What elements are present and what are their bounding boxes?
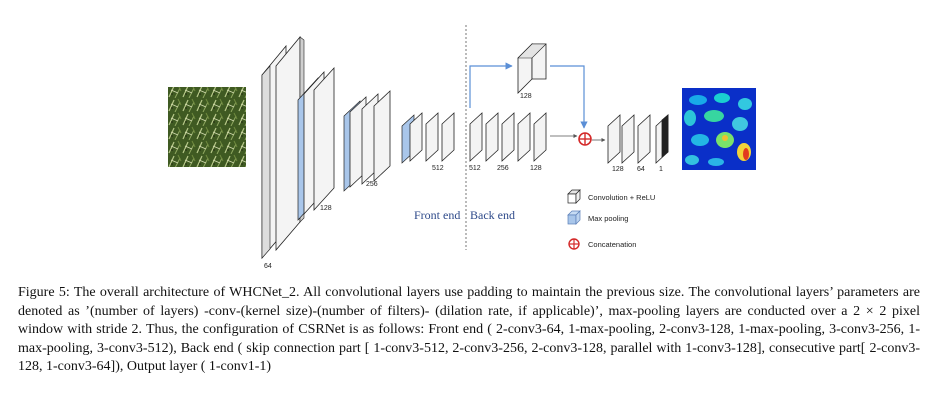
- label-512a: 512: [432, 165, 444, 172]
- front-end-layers: [261, 35, 455, 260]
- output-slab-dark: [661, 114, 669, 158]
- conv-slab: [517, 112, 531, 162]
- legend-conv-label: Convolution + ReLU: [588, 193, 655, 202]
- legend-concat-label: Concatenation: [588, 240, 636, 249]
- skip-arrow-up: [469, 62, 513, 108]
- legend-concat-icon: [568, 238, 580, 250]
- skip-arrow-down: [550, 65, 588, 129]
- conv-slab: [313, 66, 335, 212]
- caption-text: The overall architecture of WHCNet_2. Al…: [18, 285, 920, 375]
- label-1-out: 1: [659, 166, 663, 173]
- caption-label: Figure 5:: [18, 285, 70, 300]
- label-128b: 128: [530, 165, 542, 172]
- back-end-label: Back end: [470, 208, 515, 222]
- input-image: [168, 87, 246, 167]
- density-map: [682, 88, 756, 170]
- conv-slab: [485, 112, 499, 162]
- legend-pool-icon: [567, 210, 581, 225]
- conv-slab: [469, 112, 483, 162]
- label-512b: 512: [469, 165, 481, 172]
- label-64-out: 64: [637, 166, 645, 173]
- conv-slab: [275, 35, 301, 252]
- conv-slab: [637, 114, 651, 164]
- conv-slab: [607, 114, 621, 164]
- skip-conv-slab-top: [517, 43, 547, 59]
- conv-slab: [501, 112, 515, 162]
- figure-caption: Figure 5: The overall architecture of WH…: [18, 284, 920, 377]
- legend: Convolution + ReLU Max pooling Concatena…: [567, 189, 655, 250]
- conv-slab: [533, 112, 547, 162]
- label-256b: 256: [497, 165, 509, 172]
- label-64: 64: [264, 263, 272, 270]
- legend-pool-label: Max pooling: [588, 214, 628, 223]
- output-layers: [607, 114, 669, 164]
- label-128-skip: 128: [520, 93, 532, 100]
- conv-slab: [373, 90, 391, 182]
- conv-slab: [409, 112, 423, 162]
- back-end-layers: [469, 43, 547, 162]
- conv-slab: [441, 112, 455, 162]
- concat-icon: [578, 132, 592, 146]
- label-256: 256: [366, 181, 378, 188]
- label-128: 128: [320, 205, 332, 212]
- conv-slab: [621, 114, 635, 164]
- legend-conv-icon: [567, 189, 581, 204]
- label-128-out: 128: [612, 166, 624, 173]
- conv-slab: [425, 112, 439, 162]
- conv-slab-face: [261, 65, 271, 259]
- architecture-diagram: 64 128 256 512 512 256 128 128 128 64 1 …: [168, 25, 756, 270]
- front-end-label: Front end: [414, 208, 460, 222]
